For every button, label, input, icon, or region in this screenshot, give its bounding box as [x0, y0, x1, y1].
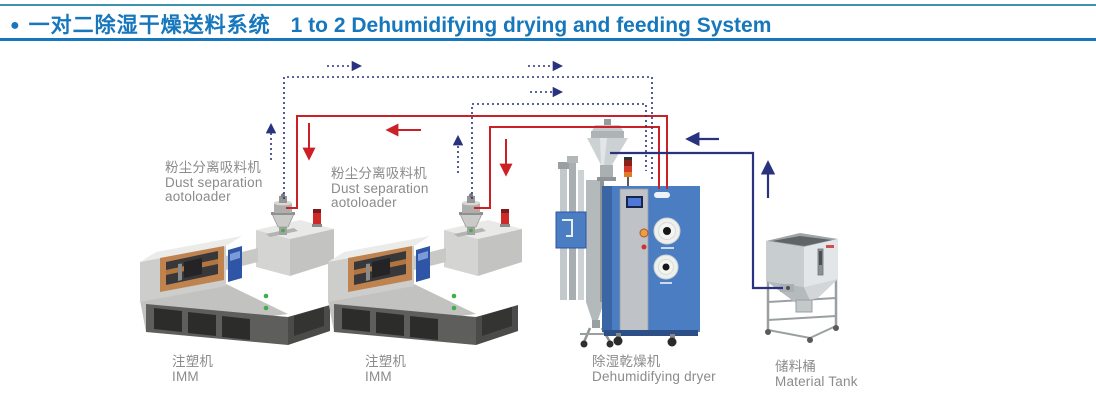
page-title-zh: 一对二除湿干燥送料系统	[28, 14, 271, 37]
material-tank	[765, 233, 839, 343]
label-dryer: 除湿乾燥机 Dehumidifying dryer	[592, 354, 716, 384]
navy-suction-pipe-tank	[610, 151, 783, 290]
label-imm-2: 注塑机 IMM	[365, 354, 407, 384]
imm-machine-1	[139, 192, 335, 346]
imm-machine-2	[327, 192, 523, 346]
label-autoloader-2: 粉尘分离吸料机 Dust separation aotoloader	[331, 166, 429, 210]
flow-arrows	[265, 60, 776, 198]
label-tank: 储料桶 Material Tank	[775, 359, 858, 389]
dotted-return-pipe-imm1	[283, 76, 653, 199]
label-autoloader-1: 粉尘分离吸料机 Dust separation aotoloader	[165, 160, 263, 204]
label-imm-1: 注塑机 IMM	[172, 354, 214, 384]
title-bullet-icon: ●	[10, 17, 20, 34]
dotted-return-pipe-imm2	[471, 103, 647, 199]
page-top-rule	[0, 4, 1096, 6]
page-title-en: 1 to 2 Dehumidifying drying and feeding …	[290, 14, 772, 37]
page-title: ● 一对二除湿干燥送料系统 1 to 2 Dehumidifying drying …	[10, 9, 771, 39]
red-feed-pipe-to-imm1	[286, 115, 668, 209]
conveying-pipes	[283, 76, 783, 290]
title-underline	[0, 38, 1096, 41]
red-feed-pipe-to-imm2	[474, 126, 660, 209]
